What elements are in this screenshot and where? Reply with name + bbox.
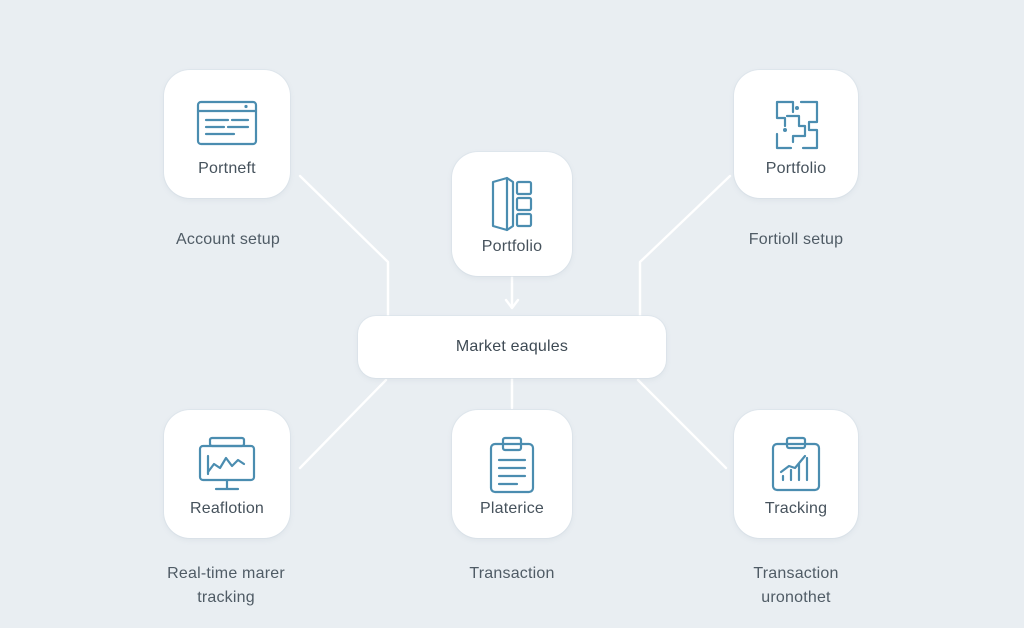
node-caption-bottom-center: Transaction bbox=[432, 562, 592, 586]
caption-line: uronothet bbox=[761, 589, 831, 606]
node-label-top-left: Portneft bbox=[198, 160, 256, 177]
node-label-top-right: Portfolio bbox=[765, 160, 827, 177]
connector-bottom-left bbox=[298, 378, 388, 470]
connector-top-right bbox=[638, 174, 732, 318]
hub-label: Market eaqules bbox=[455, 338, 569, 355]
node-caption-top-left: Account setup bbox=[148, 228, 308, 252]
node-label-top-center: Portfolio bbox=[481, 238, 543, 255]
book-panels-icon bbox=[491, 176, 533, 232]
caption-line: tracking bbox=[197, 589, 255, 606]
monitor-chart-icon bbox=[198, 436, 256, 491]
connector-arrowhead bbox=[504, 298, 520, 310]
caption-line: Real-time marer bbox=[167, 565, 285, 582]
node-card-bottom-center[interactable]: Platerice bbox=[452, 410, 572, 538]
node-card-bottom-left[interactable]: Reaflotion bbox=[164, 410, 290, 538]
node-label-bottom-right: Tracking bbox=[764, 500, 828, 517]
node-caption-bottom-left: Real-time marer tracking bbox=[142, 562, 310, 610]
clipboard-list-icon bbox=[489, 436, 535, 494]
puzzle-icon bbox=[775, 100, 819, 150]
node-label-bottom-center: Platerice bbox=[479, 500, 545, 517]
caption-line: Transaction bbox=[753, 565, 839, 582]
caption-line: Fortioll setup bbox=[748, 231, 844, 248]
node-card-top-right[interactable]: Portfolio bbox=[734, 70, 858, 198]
node-label-bottom-left: Reaflotion bbox=[189, 500, 265, 517]
node-card-top-left[interactable]: Portneft bbox=[164, 70, 290, 198]
clipboard-bar-chart-icon bbox=[771, 436, 821, 492]
hub-node[interactable]: Market eaqules bbox=[358, 316, 666, 378]
node-caption-top-right: Fortioll setup bbox=[716, 228, 876, 252]
connector-top-left bbox=[298, 174, 390, 318]
window-form-icon bbox=[196, 100, 258, 146]
node-card-bottom-right[interactable]: Tracking bbox=[734, 410, 858, 538]
caption-line: Transaction bbox=[469, 565, 555, 582]
node-card-top-center[interactable]: Portfolio bbox=[452, 152, 572, 276]
caption-line: Account setup bbox=[176, 231, 280, 248]
node-caption-bottom-right: Transaction uronothet bbox=[716, 562, 876, 610]
connector-bottom-right bbox=[636, 378, 728, 470]
